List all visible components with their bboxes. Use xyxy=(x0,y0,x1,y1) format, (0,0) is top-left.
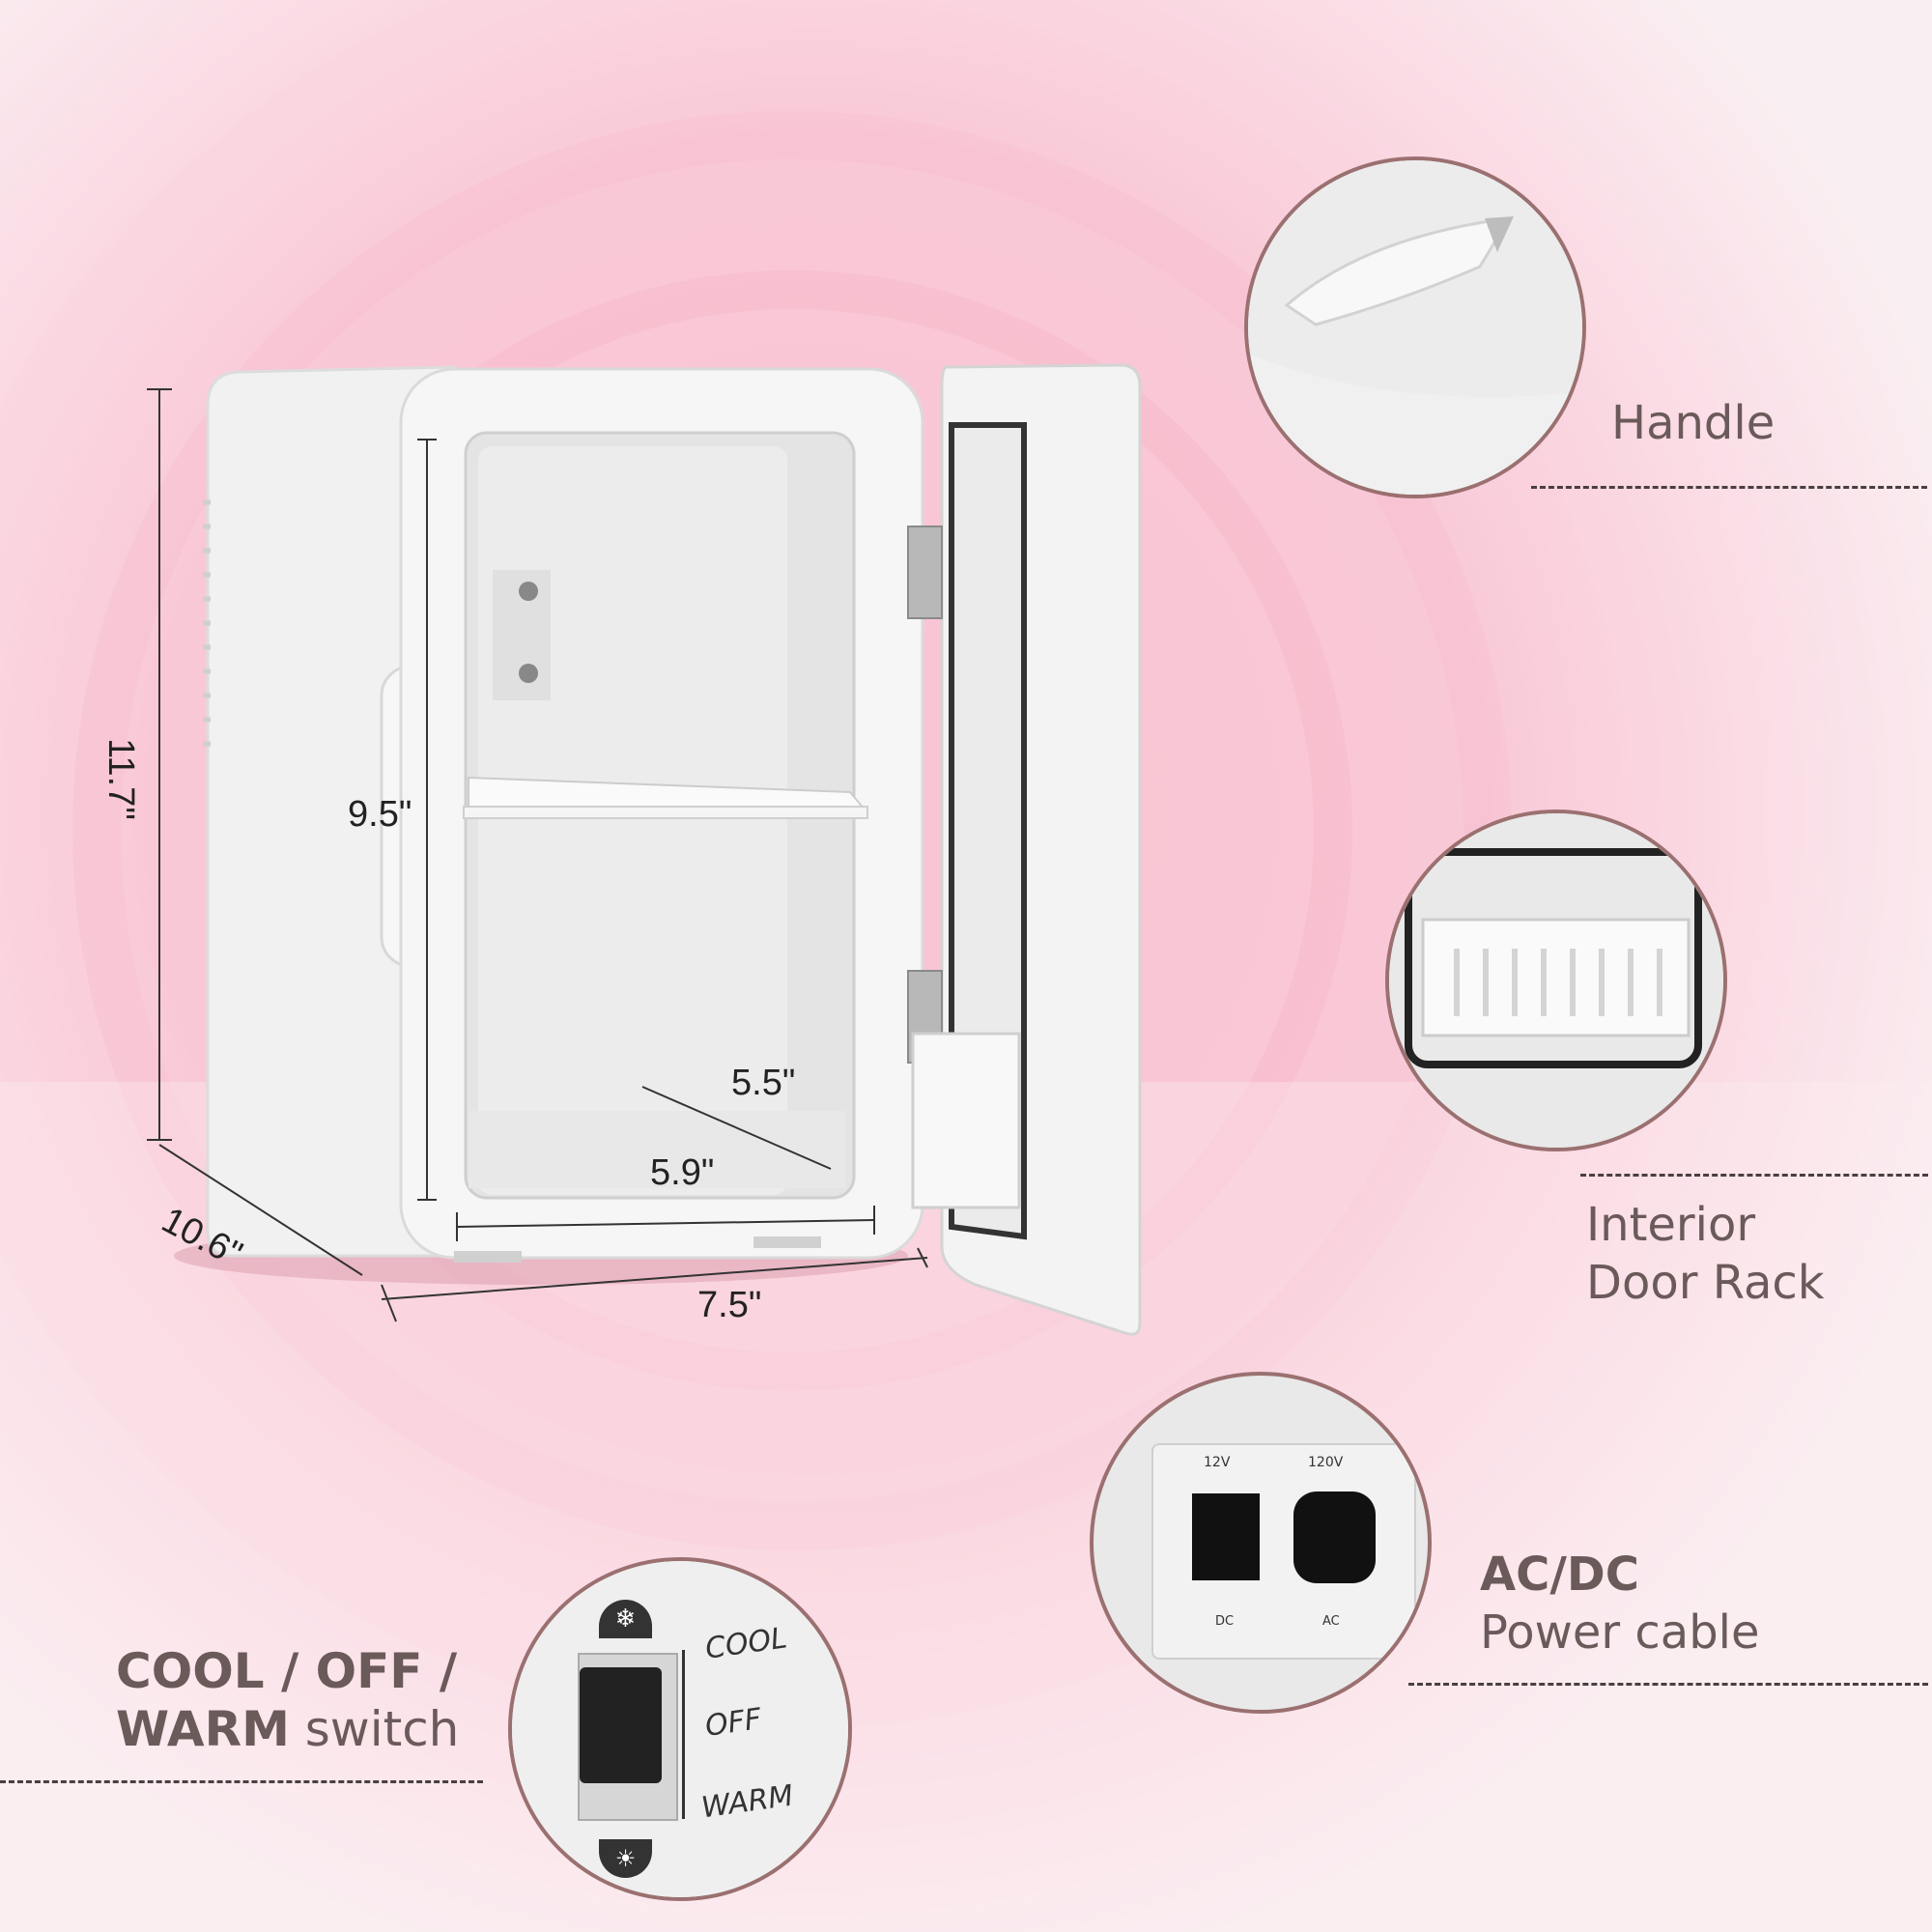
switch-warm-label: WARM xyxy=(699,1778,796,1826)
handle-dashed-line xyxy=(1531,486,1927,489)
dimension-width-outer: 7.5" xyxy=(697,1285,762,1325)
power-panel: 12V 120V DC AC xyxy=(1151,1443,1416,1660)
door-rack-detail-circle xyxy=(1385,810,1727,1151)
switch-off-label: OFF xyxy=(702,1702,764,1744)
switch-label: COOL / OFF / WARM switch xyxy=(116,1642,459,1758)
switch-panel: ❄ ☀ COOL OFF WARM xyxy=(512,1561,848,1897)
dimension-height-outer: 11.7" xyxy=(99,738,141,820)
dimension-depth-inner: 5.5" xyxy=(731,1063,796,1103)
switch-detail-circle: ❄ ☀ COOL OFF WARM xyxy=(508,1557,852,1901)
ac-label: AC xyxy=(1322,1614,1340,1629)
handle-detail-circle xyxy=(1244,156,1586,498)
switch-label-rest: switch xyxy=(289,1701,460,1757)
switch-cool-label: COOL xyxy=(702,1621,789,1666)
switch-label-line1: COOL / OFF / xyxy=(116,1643,458,1699)
door-rack-dashed-line xyxy=(1580,1174,1928,1177)
switch-label-line2: WARM switch xyxy=(116,1700,459,1758)
handle-closeup xyxy=(1248,160,1582,495)
switch-label-bold: WARM xyxy=(116,1701,290,1757)
dc-socket xyxy=(1192,1493,1260,1580)
handle-label: Handle xyxy=(1611,396,1776,450)
door-rack-label-line2: Door Rack xyxy=(1586,1256,1825,1310)
side-vents xyxy=(203,499,211,747)
dc-label: DC xyxy=(1215,1614,1235,1629)
dimension-width-inner: 5.9" xyxy=(650,1152,715,1193)
switch-scale xyxy=(682,1650,685,1819)
ac-voltage-label: 120V xyxy=(1308,1455,1344,1470)
dc-voltage-label: 12V xyxy=(1204,1455,1231,1470)
acdc-label: AC/DC Power cable xyxy=(1480,1546,1760,1662)
dimension-height-inner: 9.5" xyxy=(348,794,412,835)
door-rack-label: Interior Door Rack xyxy=(1586,1196,1825,1312)
snowflake-icon: ❄ xyxy=(599,1600,652,1638)
sun-icon: ☀ xyxy=(599,1839,652,1878)
door-rack-closeup xyxy=(1389,813,1723,1148)
ac-socket xyxy=(1293,1492,1376,1583)
acdc-label-bold: AC/DC xyxy=(1480,1548,1639,1602)
rocker-switch-knob[interactable] xyxy=(580,1667,662,1783)
power-panel-detail-circle: 12V 120V DC AC xyxy=(1090,1372,1432,1714)
acdc-label-rest: Power cable xyxy=(1480,1605,1760,1660)
door-rack-label-line1: Interior xyxy=(1586,1198,1756,1252)
acdc-dashed-line xyxy=(1408,1683,1928,1686)
switch-dashed-line xyxy=(0,1780,483,1783)
